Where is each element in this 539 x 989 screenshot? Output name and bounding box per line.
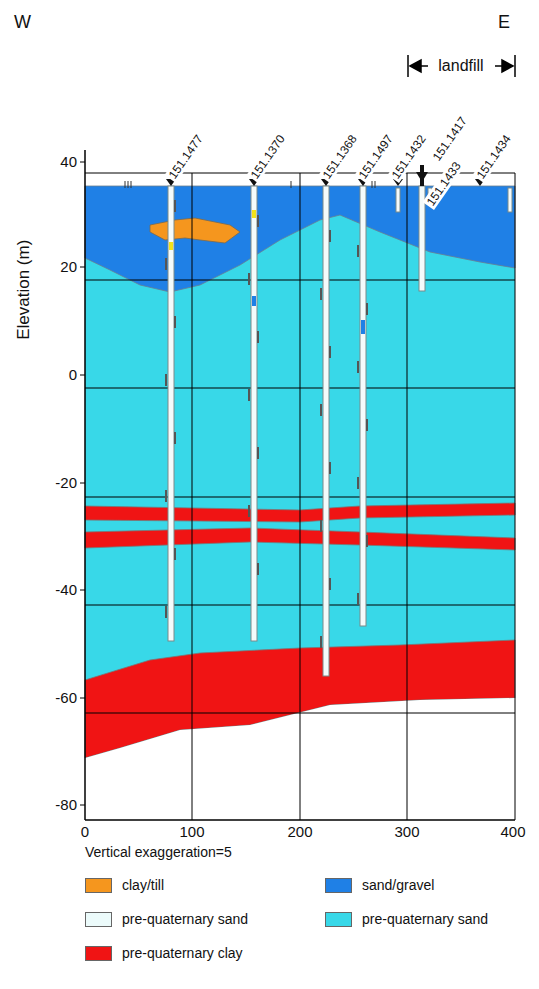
screen-mark xyxy=(357,593,359,605)
tick-label: 20 xyxy=(60,258,77,275)
tick-label: -60 xyxy=(55,689,77,706)
well-id: 151.1370 xyxy=(247,131,289,183)
grid xyxy=(85,150,515,820)
screen-mark xyxy=(329,462,331,474)
screen-mark xyxy=(248,389,250,401)
screen-mark xyxy=(165,490,167,502)
screen-segments xyxy=(169,210,256,250)
legend-swatch xyxy=(85,946,112,961)
screen-mark xyxy=(257,447,259,459)
screen-mark xyxy=(174,316,176,328)
screen-mark xyxy=(329,578,331,590)
legend-label: pre-quaternary clay xyxy=(122,945,243,961)
legend-label: clay/till xyxy=(122,877,164,893)
screen-mark xyxy=(257,215,259,227)
screen-mark xyxy=(320,520,322,532)
screen-mark xyxy=(320,404,322,416)
tick-label: 0 xyxy=(69,366,77,383)
legend-swatch xyxy=(85,912,112,927)
well-id: 151.1477 xyxy=(165,131,207,183)
screen-mark xyxy=(174,548,176,560)
tick-label: 40 xyxy=(60,153,77,170)
direction-label: W xyxy=(14,12,31,33)
screen-mark xyxy=(165,606,167,618)
well-id: 151.1417 xyxy=(429,113,471,165)
screen-mark xyxy=(174,432,176,444)
screen-mark xyxy=(165,374,167,386)
zone-label: landfill xyxy=(438,57,483,75)
axis-title: Elevation (m) xyxy=(14,240,34,340)
tick-label: -80 xyxy=(55,796,77,813)
screen-mark xyxy=(329,346,331,358)
tick-label: -40 xyxy=(55,581,77,598)
scale-note: Vertical exaggeration=5 xyxy=(85,844,232,860)
screen-mark xyxy=(357,245,359,257)
screen-mark xyxy=(248,273,250,285)
screen-mark xyxy=(357,361,359,373)
screen-mark xyxy=(366,535,368,547)
tick-label: -20 xyxy=(55,474,77,491)
screen-mark xyxy=(329,230,331,242)
screen-mark xyxy=(320,288,322,300)
screen-mark xyxy=(366,419,368,431)
clay-till-lens xyxy=(150,218,240,243)
axis-ticks xyxy=(80,162,85,805)
legend-label: pre-quaternary sand xyxy=(122,911,248,927)
screen-mark xyxy=(165,258,167,270)
screen-mark xyxy=(174,200,176,212)
screen-mark xyxy=(257,563,259,575)
legend-swatch xyxy=(325,912,352,927)
surface-marks xyxy=(125,181,375,188)
well-casings xyxy=(168,186,512,676)
legend-label: pre-quaternary sand xyxy=(362,911,488,927)
tick-label: 0 xyxy=(81,823,89,840)
screen-mark xyxy=(248,505,250,517)
screen-mark xyxy=(366,303,368,315)
legend-label: sand/gravel xyxy=(362,877,434,893)
screen-mark xyxy=(320,636,322,648)
well-id: 151.1434 xyxy=(473,131,515,183)
screen-mark xyxy=(357,477,359,489)
tick-label: 300 xyxy=(394,823,419,840)
tick-label: 400 xyxy=(500,823,525,840)
screen-segments xyxy=(252,296,365,334)
landfill-bracket xyxy=(408,55,515,77)
screen-mark xyxy=(257,331,259,343)
tick-label: 100 xyxy=(179,823,204,840)
screen-marks xyxy=(166,200,367,648)
direction-label: E xyxy=(498,12,510,33)
legend-swatch xyxy=(325,878,352,893)
tick-label: 200 xyxy=(287,823,312,840)
legend-swatch xyxy=(85,878,112,893)
